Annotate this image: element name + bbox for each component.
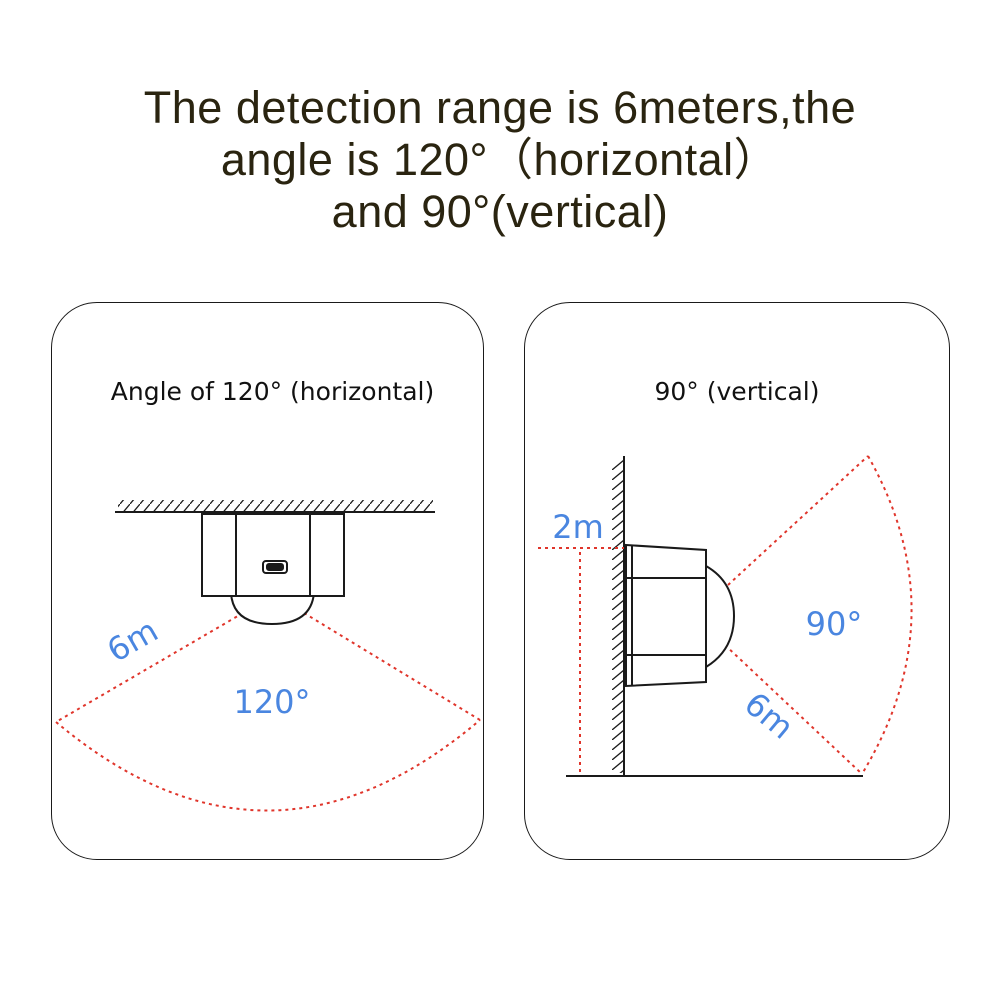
horizontal-range-label: 6m <box>101 611 165 670</box>
horizontal-angle-panel <box>51 302 484 860</box>
wall <box>612 456 625 776</box>
vertical-range-label: 6m <box>737 684 801 746</box>
headline-line-3: and 90°(vertical) <box>331 186 669 237</box>
horizontal-detection-zone <box>55 612 481 812</box>
ceiling <box>115 500 435 513</box>
horizontal-panel-title: Angle of 120° (horizontal) <box>110 377 435 406</box>
horizontal-angle-label: 120° <box>233 683 310 721</box>
vertical-angle-label: 90° <box>806 605 863 643</box>
headline-line-2: angle is 120°（horizontal） <box>220 134 780 185</box>
sensor-front-view <box>201 513 345 626</box>
headline-line-1: The detection range is 6meters,the <box>143 82 857 133</box>
vertical-panel-title: 90° (vertical) <box>654 377 820 406</box>
sensor-side-view <box>625 543 736 688</box>
vertical-detection-zone <box>538 455 913 776</box>
vertical-height-label: 2m <box>552 508 604 546</box>
vertical-angle-panel <box>524 302 950 860</box>
headline: The detection range is 6meters,the angle… <box>0 82 1000 238</box>
